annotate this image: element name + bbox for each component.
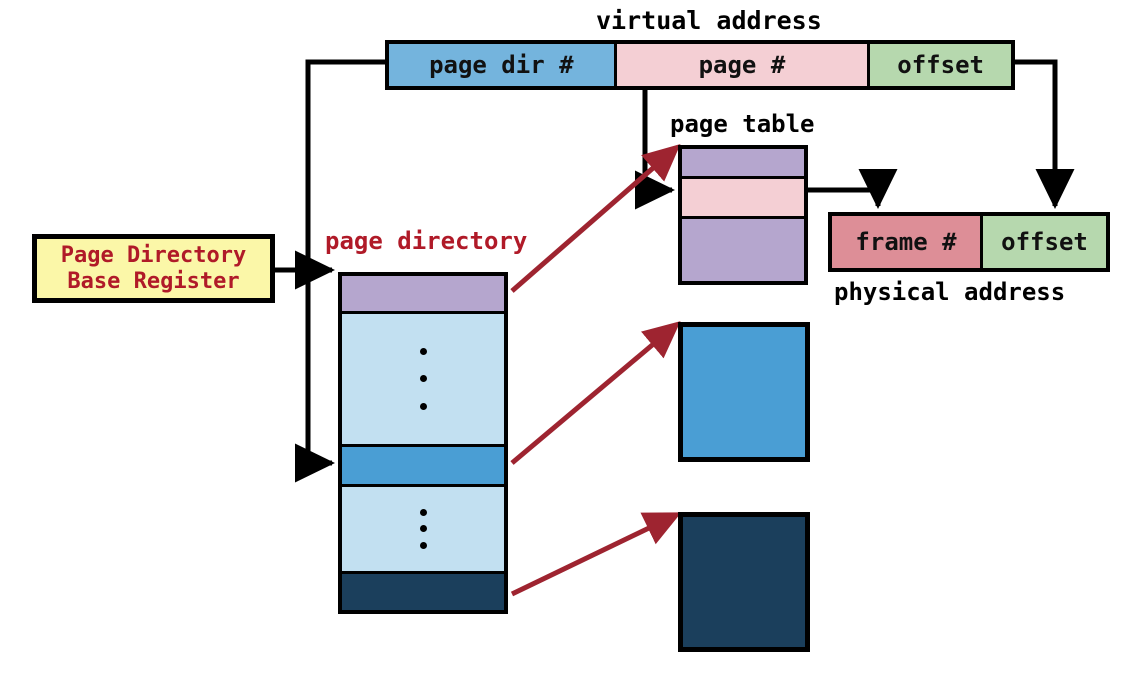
- second-dir-entry[interactable]: [342, 444, 504, 484]
- ellipsis-dot: [419, 541, 427, 549]
- page-directory-base-register[interactable]: Page Directory Base Register: [32, 234, 275, 303]
- page-table-entry-lower[interactable]: [682, 216, 804, 281]
- page-frame-navy[interactable]: [678, 512, 810, 652]
- arrow-dir-entry-to-navy-frame: [510, 512, 682, 597]
- ellipsis-dot: [419, 403, 427, 411]
- page-directory: [338, 272, 508, 614]
- ellipsis-dot: [419, 375, 427, 383]
- arrow-dir-entry-to-page-table: [510, 144, 681, 293]
- page-table: [678, 145, 808, 285]
- selected-page-table-entry[interactable]: [682, 176, 804, 216]
- selected-dir-entry[interactable]: [342, 276, 504, 311]
- page-table-caption: page table: [670, 110, 815, 138]
- physical-address-bar: frame # offset: [828, 212, 1110, 272]
- wire-page-table-to-frame: [808, 168, 898, 209]
- dir-entries-elided-upper[interactable]: [342, 311, 504, 444]
- vertical-ellipsis-dots-upper: [342, 314, 504, 444]
- virtual-address-caption: virtual address: [596, 6, 822, 35]
- page-table-entry-upper[interactable]: [682, 149, 804, 176]
- arrow-dir-entry-to-blue-frame: [510, 321, 681, 465]
- physical-address-field-frame[interactable]: frame #: [832, 216, 980, 268]
- ellipsis-dot: [419, 509, 427, 517]
- virtual-address-bar: page dir # page # offset: [385, 40, 1015, 90]
- physical-address-field-offset[interactable]: offset: [980, 216, 1106, 268]
- ellipsis-dot: [419, 525, 427, 533]
- physical-address-caption: physical address: [834, 278, 1066, 306]
- pdbr-line-2: Base Register: [67, 268, 240, 294]
- dir-entries-elided-lower[interactable]: [342, 484, 504, 571]
- virtual-address-field-page-number[interactable]: page #: [613, 44, 868, 86]
- ellipsis-dot: [419, 347, 427, 355]
- wire-page-number-to-page-table: [634, 90, 675, 210]
- page-directory-caption: page directory: [325, 227, 528, 255]
- wire-offset-to-offset: [1015, 59, 1075, 209]
- vertical-ellipsis-dots-lower: [342, 487, 504, 571]
- pdbr-line-1: Page Directory: [60, 242, 247, 268]
- page-frame-blue[interactable]: [678, 322, 810, 462]
- virtual-address-field-offset[interactable]: offset: [867, 44, 1011, 86]
- virtual-address-field-page-dir[interactable]: page dir #: [389, 44, 614, 86]
- third-dir-entry[interactable]: [342, 571, 504, 610]
